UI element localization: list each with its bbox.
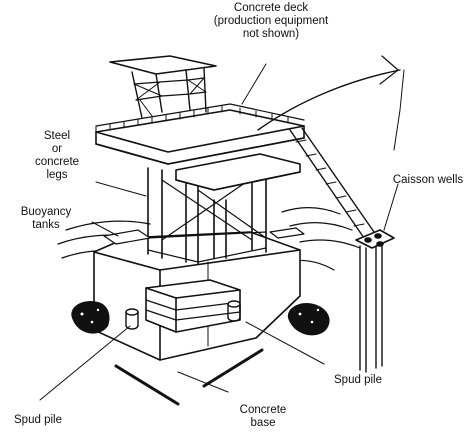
bridge-to-caisson [257, 55, 405, 239]
seabed-rubble [71, 300, 330, 336]
concrete-base [93, 231, 301, 361]
label-legs-line1: Steel [43, 130, 71, 142]
caisson-wells [355, 229, 395, 373]
seabed-speckle [80, 308, 320, 324]
label-concrete-deck-line1: Concrete deck [233, 2, 309, 14]
label-concrete-deck: Concrete deck (production equipment not … [208, 2, 334, 41]
label-legs-line3: concrete [34, 156, 80, 168]
label-legs-line2: or [51, 143, 63, 155]
leader-lines [39, 63, 399, 401]
label-spud-right-text: Spud pile [334, 374, 382, 386]
label-spud-left-text: Spud pile [14, 414, 62, 426]
seafloor-hatching [114, 348, 264, 406]
label-concrete-deck-line2: (production equipment [213, 15, 329, 27]
label-base-line1: Concrete [239, 404, 287, 416]
concrete-deck [95, 103, 305, 191]
legs [147, 159, 267, 265]
label-concrete-base: Concrete base [228, 404, 298, 430]
derrick [109, 55, 217, 119]
label-spud-pile-right: Spud pile [324, 374, 392, 387]
label-legs: Steel or concrete legs [28, 130, 86, 182]
label-buoyancy-tanks: Buoyancy tanks [14, 206, 78, 232]
label-buoyancy-line1: Buoyancy [20, 206, 72, 218]
label-base-line2: base [250, 417, 276, 429]
spud-pile-cylinders [125, 300, 241, 330]
label-caisson-text: Caisson wells [392, 174, 464, 186]
label-buoyancy-line2: tanks [32, 219, 60, 231]
buoyancy-tanks [103, 227, 305, 245]
label-caisson-wells: Caisson wells [388, 174, 468, 187]
label-legs-line4: legs [46, 169, 68, 181]
label-spud-pile-left: Spud pile [4, 414, 72, 427]
label-concrete-deck-line3: not shown) [242, 28, 300, 40]
